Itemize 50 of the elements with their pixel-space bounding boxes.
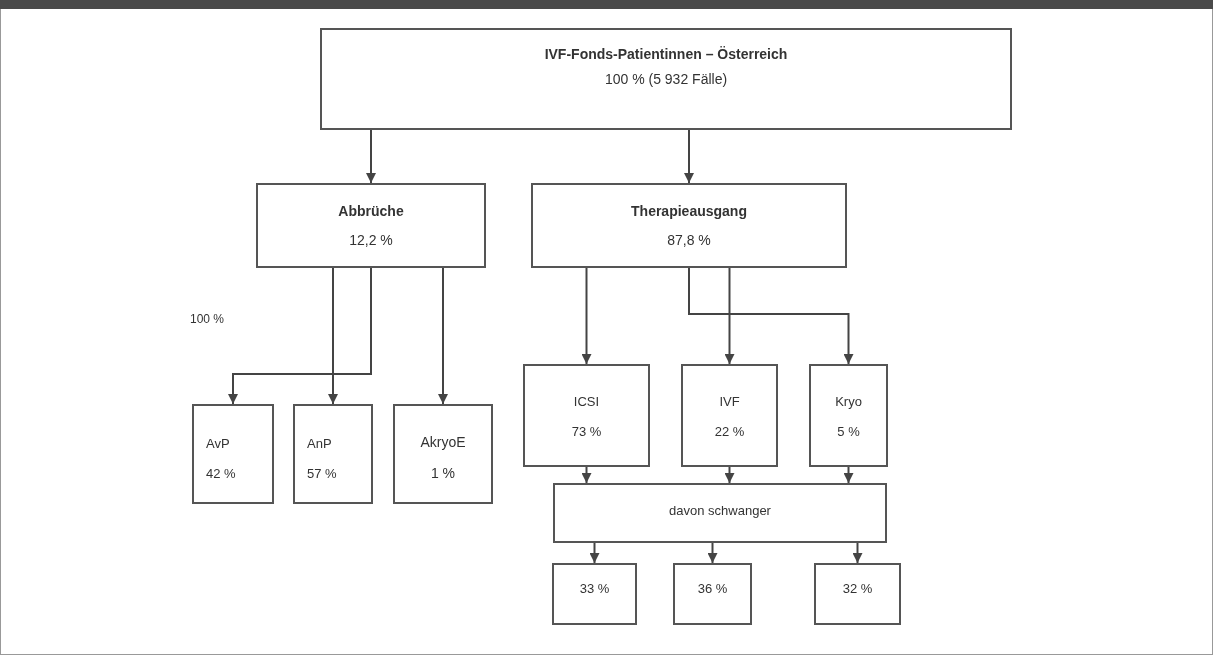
arrow [438, 267, 448, 405]
process-box [552, 563, 637, 625]
arrow [684, 129, 694, 184]
node-title: AvP [206, 436, 230, 452]
arrow [581, 267, 592, 365]
percentage-text: 22 % [714, 423, 745, 440]
arrow [328, 267, 338, 405]
process-box [320, 28, 1012, 130]
percentage-text: 12,2 % [349, 231, 393, 249]
percentage-text: 1 % [430, 464, 456, 482]
percentage-text: 42 % [206, 465, 236, 482]
arrow [366, 129, 376, 184]
arrow [724, 466, 735, 484]
node-title: IVF [719, 394, 740, 410]
node-title: Abbrüche [338, 203, 404, 220]
percentage-text: 57 % [307, 465, 337, 482]
process-box [814, 563, 901, 625]
node-title: davon schwanger [669, 503, 771, 519]
note-text: 100 % [190, 312, 225, 326]
process-box [531, 183, 847, 268]
percentage-text: 73 % [571, 423, 602, 440]
process-box [293, 404, 373, 504]
arrow [707, 542, 718, 564]
arrow [724, 267, 735, 365]
process-box [523, 364, 650, 467]
process-box [681, 364, 778, 467]
process-box [809, 364, 888, 467]
node-title: 33 % [579, 581, 610, 597]
node-title: 32 % [842, 581, 873, 597]
node-title: 36 % [697, 581, 728, 597]
arrow [589, 542, 600, 564]
percentage-text: 100 % (5 932 Fälle) [604, 70, 728, 88]
arrow [581, 466, 592, 484]
process-box [393, 404, 493, 504]
node-title: AnP [307, 436, 332, 452]
process-box [192, 404, 274, 504]
arrow [843, 466, 854, 484]
percentage-text: 87,8 % [667, 231, 711, 249]
process-box [553, 483, 887, 543]
node-title: Therapieausgang [631, 203, 747, 220]
node-title: IVF-Fonds-Patientinnen – Österreich [544, 46, 788, 63]
node-title: AkryoE [420, 434, 466, 451]
arrow [852, 542, 863, 564]
percentage-text: 5 % [837, 423, 860, 440]
process-box [673, 563, 752, 625]
process-box [256, 183, 486, 268]
node-title: ICSI [573, 394, 600, 410]
arrow [688, 267, 854, 365]
node-title: Kryo [835, 394, 862, 410]
arrow [228, 267, 372, 405]
